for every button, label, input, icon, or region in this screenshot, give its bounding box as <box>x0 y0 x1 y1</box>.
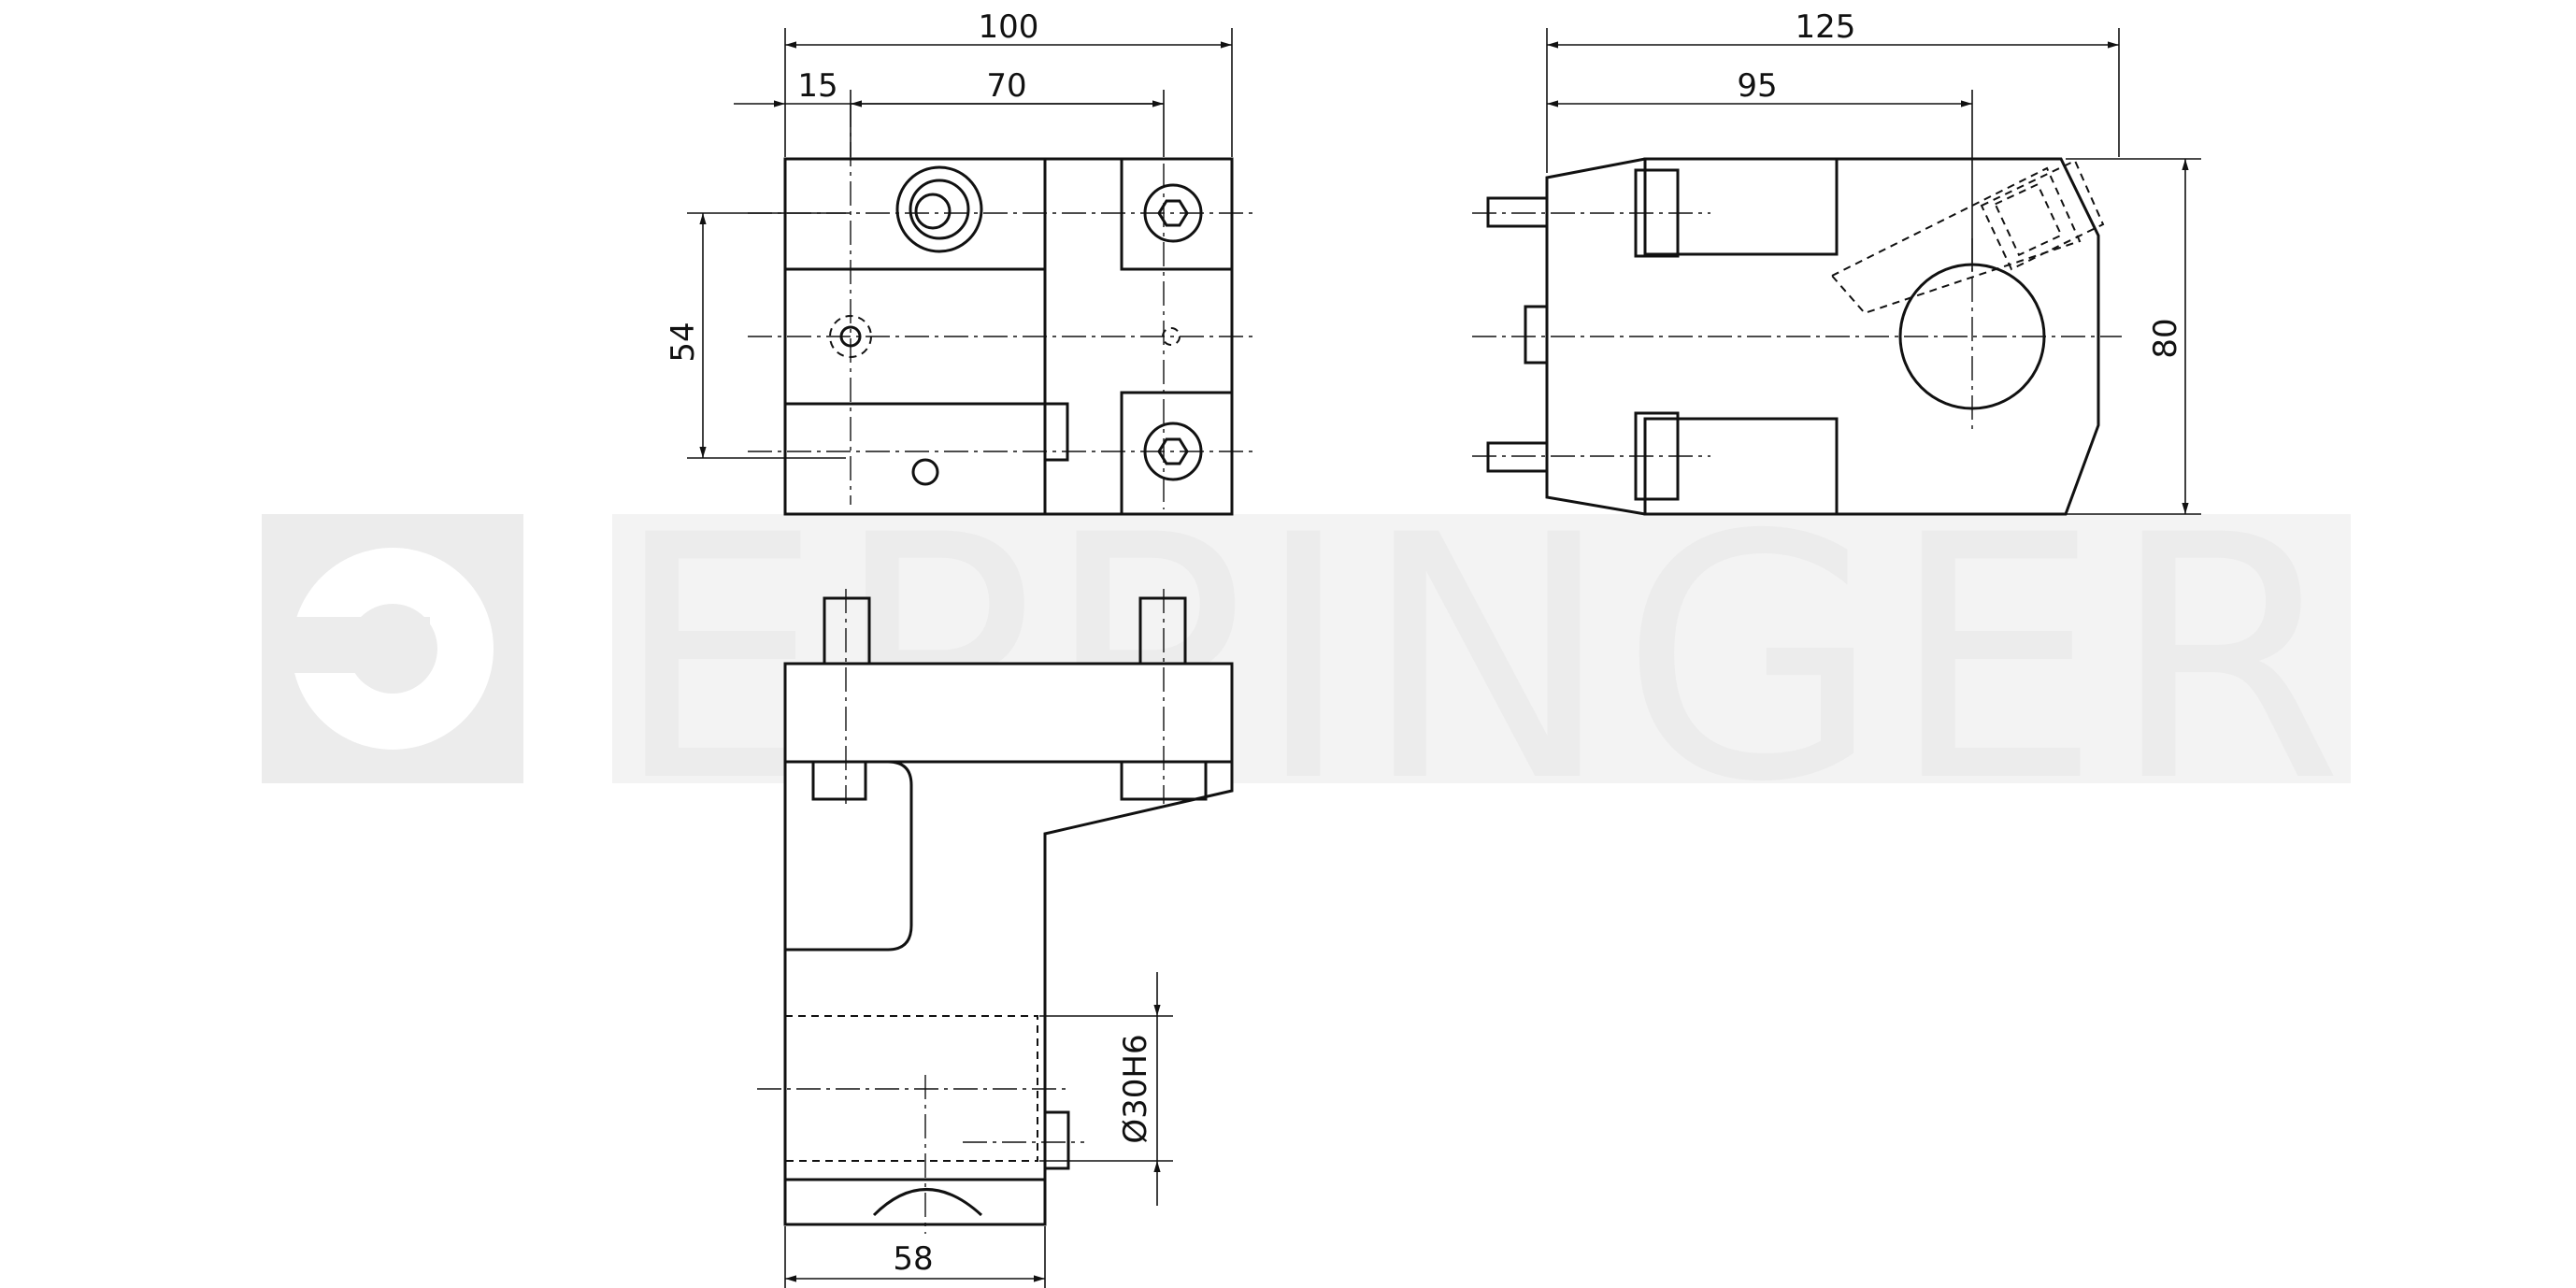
dim-bolt-spacing: 54 <box>665 322 702 362</box>
front-view <box>748 103 1257 516</box>
dim-offset-span: 70 <box>986 67 1026 105</box>
dim-bore: Ø30H6 <box>1117 1034 1154 1143</box>
dim-base-width: 58 <box>893 1240 933 1278</box>
dim-side-length: 125 <box>1796 8 1856 46</box>
eppinger-logo-icon <box>262 514 523 783</box>
dim-offset-left: 15 <box>797 67 837 105</box>
dimensions: 100 15 70 54 125 95 80 Ø30H6 <box>665 8 2201 1288</box>
side-view <box>1472 157 2122 516</box>
dim-front-width: 100 <box>979 8 1039 46</box>
watermark: EPPINGER <box>262 464 2351 855</box>
dim-side-span: 95 <box>1737 67 1777 105</box>
knob-icon <box>895 165 983 253</box>
dim-height: 80 <box>2147 318 2184 358</box>
bottom-view <box>757 589 1234 1234</box>
